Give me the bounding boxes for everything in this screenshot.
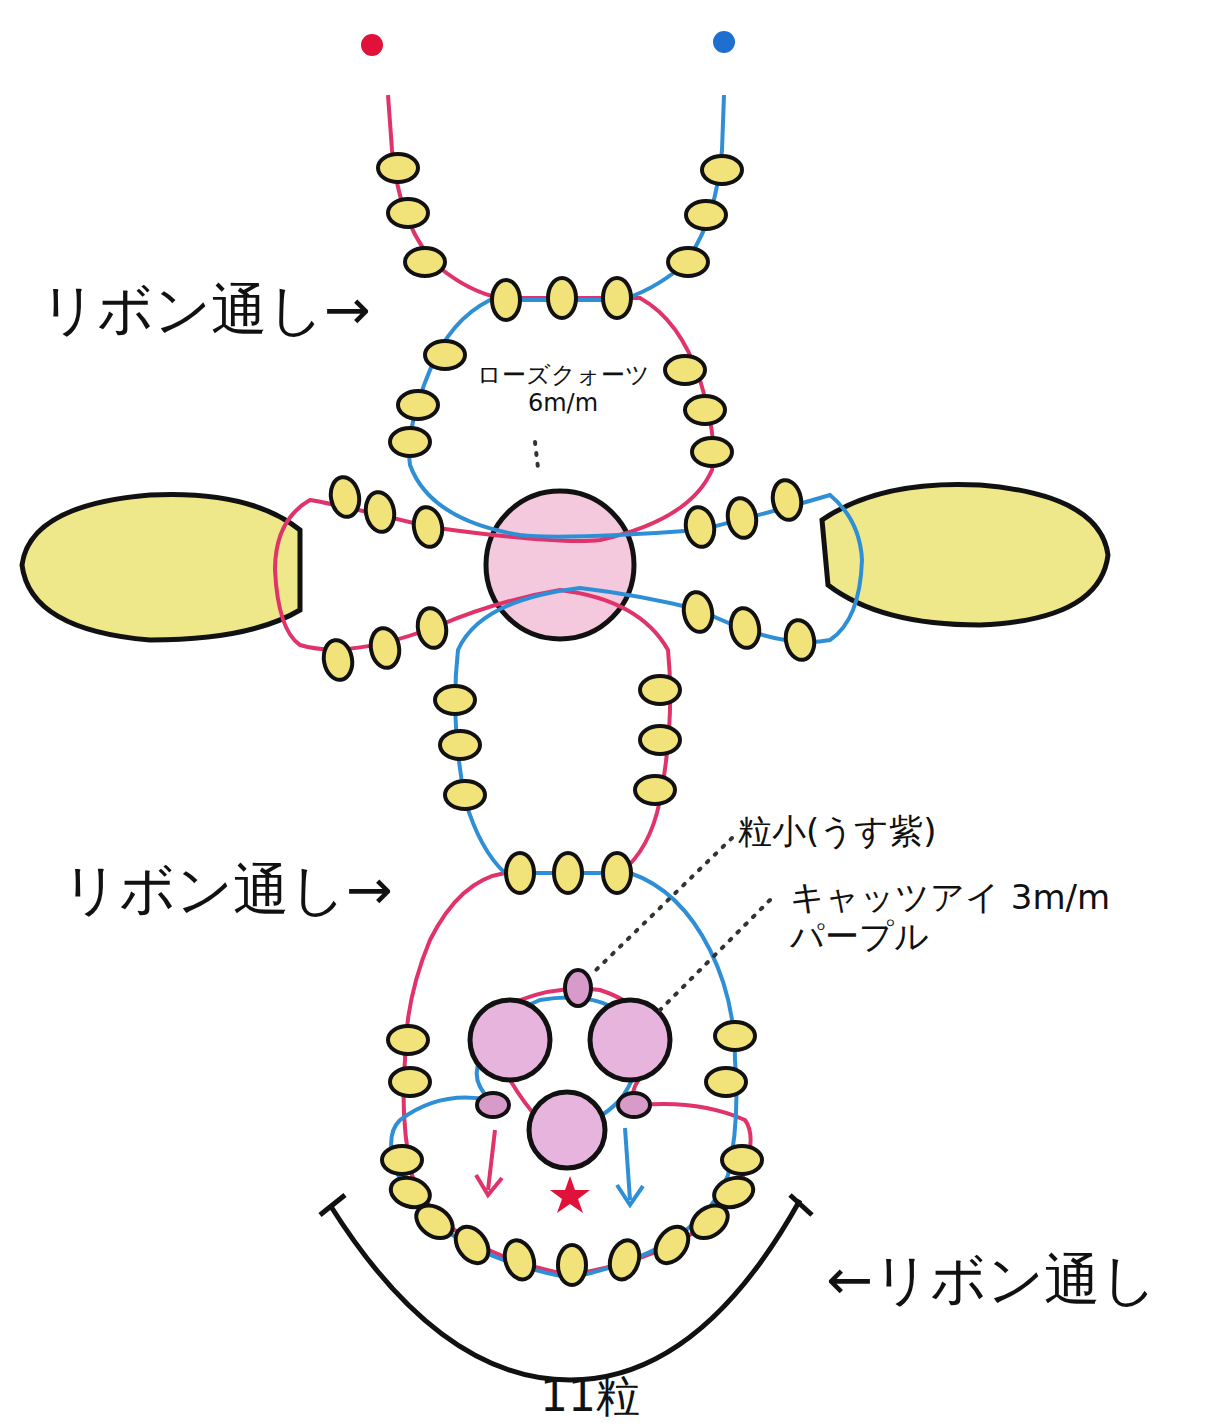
seed-bead xyxy=(640,726,680,754)
seed-bead xyxy=(378,154,418,182)
seed-bead xyxy=(500,1237,539,1284)
seed-bead xyxy=(603,278,631,318)
seed-bead xyxy=(405,248,445,276)
wire-end-blue xyxy=(713,31,735,53)
cats-eye-bead xyxy=(470,1000,670,1168)
bead-count-label: 11粒 xyxy=(540,1371,640,1422)
rose-quartz-bead xyxy=(486,491,634,639)
small-lavender-bead xyxy=(477,970,650,1117)
wire xyxy=(275,95,862,1278)
ribbon-pass-label: ←リボン通し xyxy=(826,1248,1157,1312)
seed-bead xyxy=(649,1221,695,1270)
seed-beads xyxy=(321,154,818,1285)
seed-bead xyxy=(558,1245,586,1285)
seed-bead xyxy=(603,853,631,893)
seed-bead xyxy=(398,391,438,419)
seed-bead xyxy=(702,156,742,184)
seed-bead xyxy=(554,853,582,893)
bead-spec-label: キャッツアイ 3m/m パープル xyxy=(790,878,1120,956)
count-bracket xyxy=(320,1195,812,1380)
seed-bead xyxy=(390,1068,430,1096)
seed-bead xyxy=(668,248,708,276)
seed-bead xyxy=(492,280,520,320)
seed-bead xyxy=(449,1221,495,1270)
seed-bead xyxy=(706,1068,746,1096)
seed-bead xyxy=(435,686,475,714)
seed-bead xyxy=(715,1022,755,1050)
seed-bead xyxy=(368,626,403,670)
seed-bead xyxy=(321,638,356,682)
seed-bead xyxy=(445,781,485,809)
seed-bead xyxy=(783,618,818,662)
seed-bead xyxy=(685,396,725,424)
bead-spec-label: ローズクォーツ 6m/m xyxy=(468,362,658,417)
seed-bead xyxy=(605,1237,644,1284)
seed-bead xyxy=(382,1146,422,1174)
ribbon-pass-label: リボン通し→ xyxy=(40,278,371,342)
seed-bead xyxy=(683,505,718,549)
seed-bead xyxy=(770,478,805,522)
seed-bead xyxy=(328,475,363,519)
seed-bead xyxy=(506,853,534,893)
seed-bead xyxy=(363,490,398,534)
leader-line xyxy=(535,442,770,1010)
ribbon-pass-label: リボン通し→ xyxy=(62,858,393,922)
start-star xyxy=(550,1176,590,1213)
leaf-bead xyxy=(22,484,1108,640)
seed-bead xyxy=(686,201,726,229)
seed-bead xyxy=(725,496,760,540)
seed-bead xyxy=(388,1026,428,1054)
seed-bead xyxy=(548,278,576,318)
seed-bead xyxy=(411,505,446,549)
seed-bead xyxy=(710,1173,757,1212)
seed-bead xyxy=(415,606,450,650)
seed-bead xyxy=(722,1146,762,1174)
seed-bead xyxy=(665,356,705,384)
seed-bead xyxy=(728,606,763,650)
seed-bead xyxy=(635,776,675,804)
wire-end-red xyxy=(361,34,383,56)
seed-bead xyxy=(681,590,716,634)
seed-bead xyxy=(425,341,465,369)
seed-bead xyxy=(692,438,732,466)
seed-bead xyxy=(640,676,680,704)
seed-bead xyxy=(440,731,480,759)
seed-bead xyxy=(410,1199,459,1245)
bead-spec-label: 粒小(うす紫) xyxy=(738,812,937,851)
seed-bead xyxy=(390,428,430,456)
seed-bead xyxy=(388,199,428,227)
